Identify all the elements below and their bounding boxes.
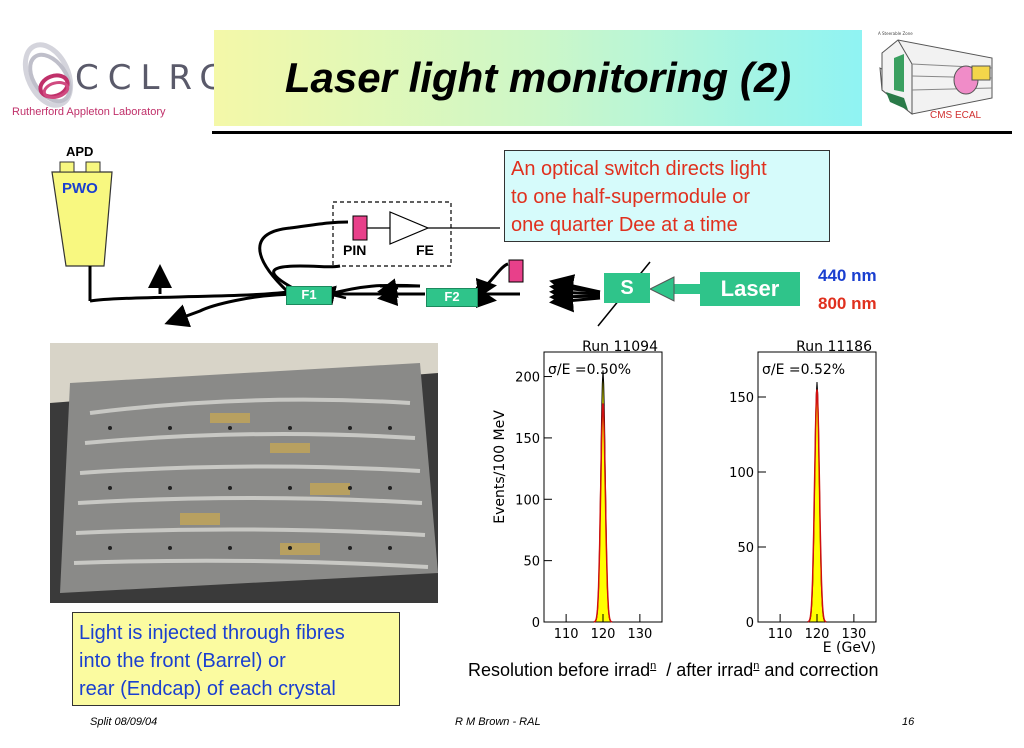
fe-amplifier-shape	[389, 211, 430, 245]
fe-label: FE	[416, 242, 434, 258]
callout-line-3: one quarter Dee at a time	[511, 214, 738, 236]
histogram-run-11094: 110 120 130 0 50 100 150 200 Run 11094 σ/E =0.50%…	[492, 339, 663, 642]
y-tick-label: 150	[515, 432, 540, 447]
laser-box: Laser	[700, 272, 800, 306]
y-tick-label: 0	[532, 616, 540, 631]
caption-part-2: / after irrad	[656, 660, 754, 680]
ecal-small-label: A Steerable Zone	[878, 31, 913, 36]
y-tick-label: 200	[515, 371, 540, 386]
footer-right: 16	[902, 716, 915, 728]
histogram-fill	[758, 381, 876, 623]
injection-note: Light is injected through fibres into th…	[72, 612, 400, 706]
pin-diode-2	[508, 259, 524, 283]
optical-diagram	[51, 161, 700, 328]
y-axis-label: Events/100 MeV	[492, 410, 508, 524]
y-tick-label: 150	[729, 391, 754, 406]
callout-line-1: An optical switch directs light	[511, 158, 767, 180]
caption-part-1: Resolution before irrad	[468, 660, 651, 680]
f2-box: F2	[426, 288, 478, 307]
apd-left	[59, 161, 75, 173]
y-tick-label: 0	[746, 616, 754, 631]
x-tick-label: 130	[627, 627, 652, 642]
plot-title: Run 11186	[796, 339, 872, 355]
ecal-label: CMS ECAL	[930, 110, 982, 121]
gaussian-fit	[807, 389, 827, 623]
pwo-label: PWO	[62, 180, 98, 197]
page-title: Laser light monitoring (2)	[284, 54, 792, 101]
header-divider	[212, 131, 1012, 134]
x-tick-label: 120	[591, 627, 616, 642]
cclrc-swirl-icon	[22, 42, 74, 108]
resolution-plots: 110 120 130 0 50 100 150 200 Run 11094 σ/E =0.50%…	[492, 339, 877, 656]
apd-right	[85, 161, 101, 173]
apd-label: APD	[66, 144, 94, 159]
histogram-run-11186: 110 120 130 0 50 100 150 Run 11186 σ/E =0.52% E (…	[729, 339, 877, 656]
resolution-caption: Resolution before irradn / after irradn …	[468, 660, 878, 681]
x-axis-label: E (GeV)	[823, 640, 876, 656]
cms-ecal-drawing: A Steerable Zone	[872, 28, 1002, 118]
optical-switch-box: S	[604, 273, 650, 303]
wavelength-800: 800 nm	[818, 294, 877, 313]
gaussian-fit	[593, 403, 613, 623]
plot-title: Run 11094	[582, 339, 658, 355]
y-tick-label: 50	[737, 541, 754, 556]
f1-box: F1	[286, 286, 332, 305]
y-tick-label: 100	[729, 466, 754, 481]
plot-annotation: σ/E =0.52%	[762, 362, 845, 378]
caption-sup-2: n	[753, 660, 760, 672]
logo-text: CCLRC	[75, 58, 233, 98]
optical-switch-callout: An optical switch directs light to one h…	[504, 150, 830, 242]
pin-fe-box	[332, 201, 452, 267]
x-tick-label: 120	[805, 627, 830, 642]
title-banner: Laser light monitoring (2)	[214, 30, 862, 126]
callout-line-2: to one half-supermodule or	[511, 186, 751, 208]
note-line-3: rear (Endcap) of each crystal	[79, 678, 336, 700]
caption-sup-1: n	[650, 660, 657, 672]
pin-label: PIN	[343, 242, 367, 258]
x-tick-label: 110	[768, 627, 793, 642]
y-tick-label: 50	[523, 555, 540, 570]
x-tick-label: 110	[554, 627, 579, 642]
cclrc-logo	[18, 20, 78, 110]
note-line-1: Light is injected through fibres	[79, 622, 345, 644]
logo-subtitle: Rutherford Appleton Laboratory	[12, 106, 166, 118]
histogram-fill	[544, 370, 662, 623]
plot-annotation: σ/E =0.50%	[548, 362, 631, 378]
note-line-2: into the front (Barrel) or	[79, 650, 286, 672]
x-tick-label: 130	[841, 627, 866, 642]
wavelength-440: 440 nm	[818, 266, 877, 285]
pin-diode	[352, 215, 368, 241]
footer-center: R M Brown - RAL	[455, 716, 541, 728]
supermodule-photo	[50, 343, 438, 603]
footer-left: Split 08/09/04	[90, 716, 158, 728]
y-tick-label: 100	[515, 493, 540, 508]
caption-part-3: and correction	[759, 660, 879, 680]
